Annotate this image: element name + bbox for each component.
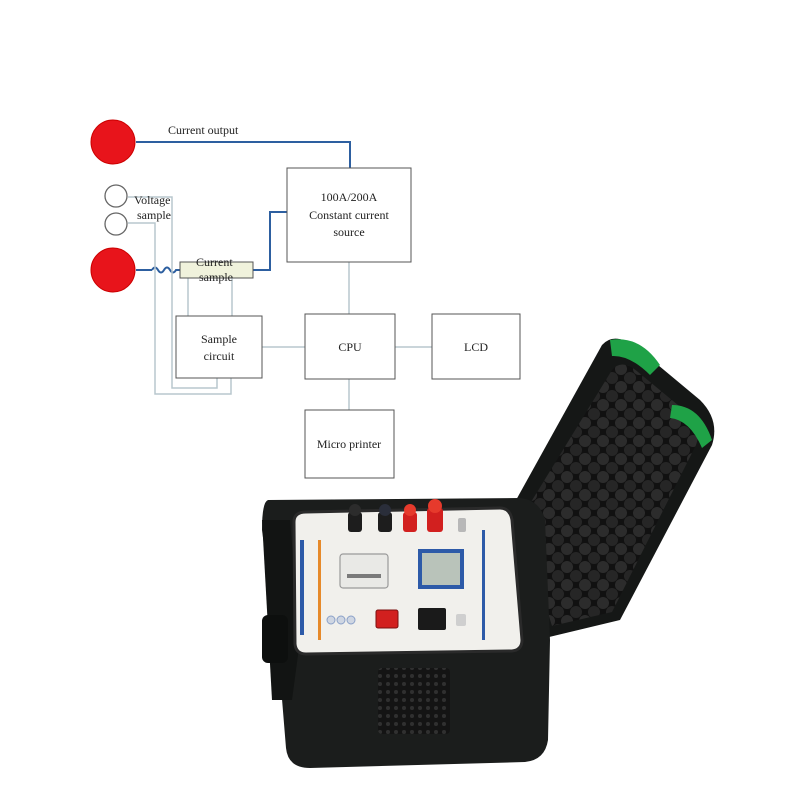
case-vent (378, 668, 450, 734)
panel-printer-slot (347, 574, 381, 578)
sample-circuit-box (175, 315, 263, 379)
panel-button-2 (336, 615, 346, 625)
power-switch (375, 609, 399, 629)
panel-button-3 (346, 615, 356, 625)
lid-latch-right (670, 405, 712, 448)
lid-latch-top (610, 339, 660, 375)
panel-button-1 (326, 615, 336, 625)
current-return-terminal (90, 247, 136, 293)
micro-printer-label: Micro printer (317, 437, 381, 451)
panel-side-stripe-left (300, 540, 304, 635)
current-sample-box (179, 261, 254, 279)
voltage-sample-label-line2: sample (137, 208, 171, 222)
lid-foam (520, 364, 698, 626)
current-source-label-line1: 100A/200A (321, 190, 378, 204)
sample-to-source-wire (253, 211, 287, 271)
voltage-terminal-2 (104, 212, 128, 236)
blue-wires (136, 141, 351, 274)
panel-orange-stripe (318, 540, 321, 640)
fuse-holder (456, 614, 466, 626)
ground-post (458, 518, 466, 532)
voltage-wire-1 (128, 196, 218, 389)
current-output-wire (136, 141, 351, 168)
coil-wire (151, 266, 180, 274)
micro-printer-box (304, 409, 395, 479)
case-handle-left (262, 615, 288, 663)
red-post-1 (403, 512, 417, 532)
device-illustration (262, 338, 715, 768)
current-source-label-line2: Constant current (309, 208, 389, 222)
red-post-2-cap (428, 499, 442, 513)
panel-side-stripe-right (482, 530, 485, 640)
current-output-label: Current output (168, 123, 239, 137)
voltage-terminal-1 (104, 184, 128, 208)
sample-circuit-label-line1: Sample (201, 332, 237, 346)
lcd-box (431, 313, 521, 380)
red-post-1-cap (404, 504, 416, 516)
current-sample-label-line2: sample (199, 270, 233, 284)
current-source-box (286, 167, 412, 263)
cpu-label: CPU (338, 340, 362, 354)
panel-display (422, 553, 460, 585)
current-source-label-line3: source (333, 225, 364, 239)
black-post-1 (348, 512, 362, 532)
block-diagram: Current output Voltage sample Current sa… (90, 119, 521, 479)
current-sample-label-line1: Current (196, 255, 233, 269)
cpu-box (304, 313, 396, 380)
voltage-sample-label-line1: Voltage (134, 193, 170, 207)
panel-controls (326, 608, 466, 630)
sample-circuit-label-line2: circuit (204, 349, 235, 363)
black-post-1-cap (349, 504, 361, 516)
panel-printer (339, 553, 389, 589)
current-output-terminal (90, 119, 136, 165)
grey-wires (128, 196, 432, 410)
lcd-label: LCD (464, 340, 488, 354)
power-socket (418, 608, 446, 630)
black-post-2 (378, 512, 392, 532)
binding-posts (348, 499, 466, 532)
red-post-2 (427, 508, 443, 532)
black-post-2-cap (379, 504, 391, 516)
voltage-wire-2 (128, 222, 232, 395)
